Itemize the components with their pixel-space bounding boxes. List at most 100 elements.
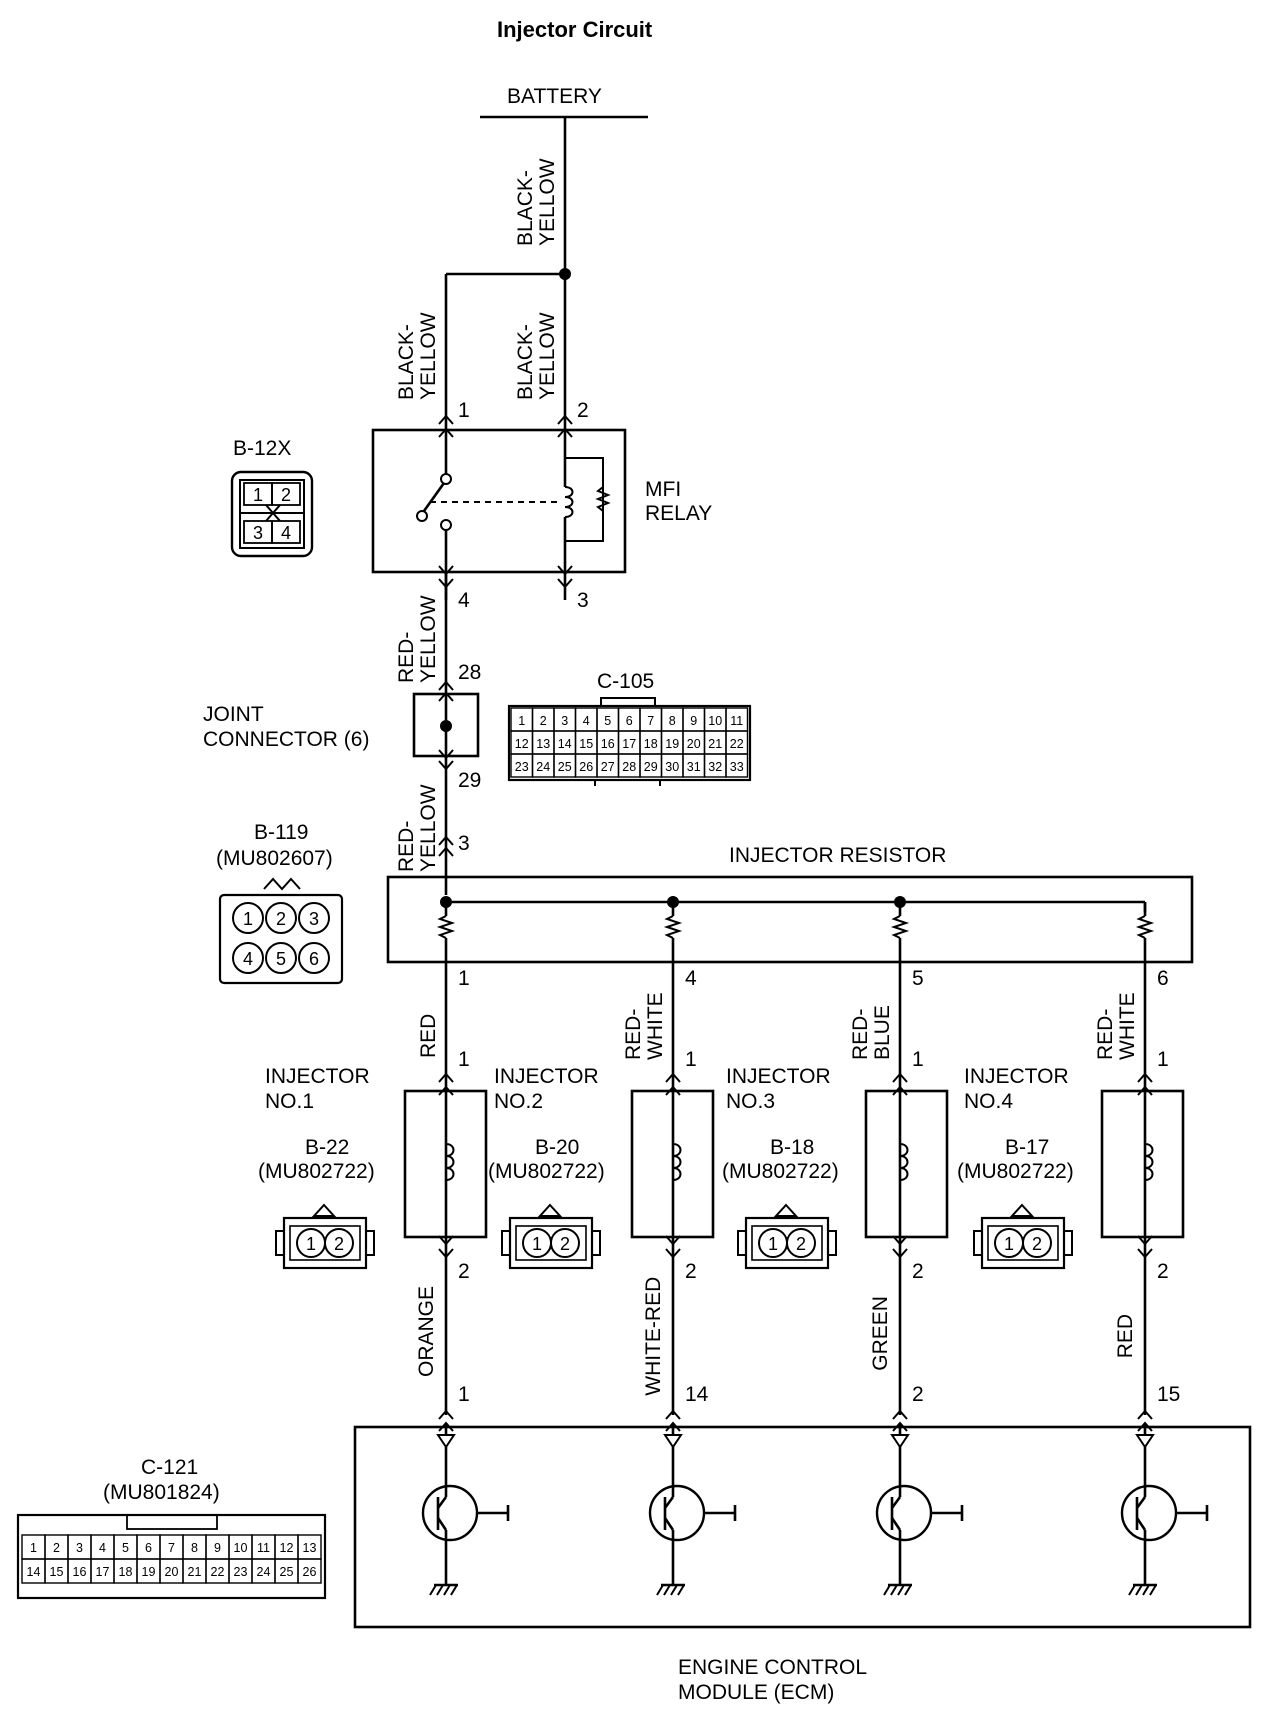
c121-cell-label: 23 [234,1565,248,1579]
injector-3-part: (MU802722) [722,1160,839,1183]
c121-cell-label: 7 [168,1541,175,1555]
c105-cell-label: 16 [601,737,615,751]
c105-cell-label: 30 [665,760,679,774]
c121-cell-label: 20 [165,1565,179,1579]
svg-text:YELLOW: YELLOW [417,784,440,872]
injector-1-coil-icon [445,1143,455,1181]
svg-text:3: 3 [253,523,263,543]
relay-pin-4: 4 [458,589,470,612]
svg-text:BLACK-: BLACK- [395,324,418,400]
c105-cell-label: 33 [730,760,744,774]
svg-text:4: 4 [281,523,291,543]
c105-cell-label: 19 [665,737,679,751]
c121-cell-label: 25 [280,1565,294,1579]
c121-cell-label: 3 [76,1541,83,1555]
injector-2-pin-2: 2 [685,1260,697,1283]
connector-cavity-label: 1 [306,1234,316,1254]
resistor-3 [890,915,910,939]
injector-1-pin-2: 2 [458,1260,470,1283]
resistor-pin-3: 3 [458,832,470,855]
transistor-4-icon [1120,1484,1178,1542]
injector-2-pin-1: 1 [685,1048,697,1071]
b119-cavity [232,942,264,974]
ecm-input-arrow [436,1434,456,1449]
b119-cavity-label: 6 [309,949,319,969]
svg-text:GREEN: GREEN [869,1296,892,1371]
wire-label-relay-pin1: BLACK- YELLOW [395,312,440,400]
c105-cell-label: 26 [579,760,593,774]
ecm-input-arrow [663,1434,683,1449]
c105-cell-label: 21 [708,737,722,751]
c105-cell-label: 24 [536,760,550,774]
c105-cell-label: 15 [579,737,593,751]
ecm-drivers [421,1423,1209,1596]
b119-cavity-label: 4 [243,949,253,969]
svg-text:RED-: RED- [395,632,418,683]
injector-1-connector-label: B-22 [305,1136,349,1159]
c121-cell-label: 16 [73,1565,87,1579]
wire-label-injector-1-out: ORANGE [415,1286,438,1377]
b119-cavity-label: 1 [243,909,253,929]
c121-cell-label: 21 [188,1565,202,1579]
c121-cell-label: 9 [214,1541,221,1555]
b12x-connector: 1 2 3 4 [230,470,314,558]
transistor-2-icon [648,1484,706,1542]
wire-label-injector-3-in: RED-BLUE [849,1005,894,1060]
svg-text:BLUE: BLUE [871,1005,894,1060]
b119-label: B-119 [254,821,308,844]
relay-pin-2: 2 [577,399,589,422]
svg-text:RED-: RED- [395,821,418,872]
c105-cell-label: 32 [708,760,722,774]
c121-cell-label: 18 [119,1565,133,1579]
c105-cell-label: 27 [601,760,615,774]
ecm-label-1: ENGINE CONTROL [678,1656,867,1679]
c105-cell-label: 2 [540,714,547,728]
ecm-input-arrow [1135,1434,1155,1449]
c121-cell-label: 12 [280,1541,294,1555]
c121-cell-label: 13 [303,1541,317,1555]
c105-cell-label: 1 [518,714,525,728]
injector-1-box [403,1089,488,1239]
wire-label-relay-pin2: BLACK- YELLOW [514,312,559,400]
resistor-out-pin-1: 1 [458,967,470,990]
injector-1-name: INJECTOR [265,1065,370,1088]
relay-switch [416,430,560,600]
connector-cavity-label: 2 [334,1234,344,1254]
c105-cell-label: 9 [690,714,697,728]
b119-cavity [265,942,297,974]
injector-3-pin-1: 1 [912,1048,924,1071]
joint-pin-28: 28 [458,661,481,684]
svg-text:YELLOW: YELLOW [417,595,440,683]
injector-resistor-box [386,875,1194,964]
resistor-4 [1135,915,1155,939]
svg-text:YELLOW: YELLOW [536,158,559,246]
injector-4-coil-icon [1144,1143,1154,1181]
injector-4-name: INJECTOR [964,1065,1069,1088]
c105-cell-label: 18 [644,737,658,751]
joint-connector-arrows [438,680,454,857]
connector-cavity-label: 2 [1032,1234,1042,1254]
ecm-label-2: MODULE (ECM) [678,1681,834,1704]
c121-cell-label: 2 [53,1541,60,1555]
svg-text:BLACK-: BLACK- [514,324,537,400]
mfi-relay-label-2: RELAY [645,502,712,525]
c105-cell-label: 28 [622,760,636,774]
mfi-relay-box [371,428,627,574]
c105-cell-label: 5 [604,714,611,728]
c121-label: C-121 [141,1456,198,1479]
connector-cavity-label: 1 [1004,1234,1014,1254]
injector-3-name: INJECTOR [726,1065,831,1088]
battery-label: BATTERY [507,85,602,108]
c105-cell-label: 17 [622,737,636,751]
injector-4-part: (MU802722) [957,1160,1074,1183]
c121-cell-label: 26 [303,1565,317,1579]
b119-cavity [232,902,264,934]
c105-cell-label: 13 [536,737,550,751]
wire-label-injector-2-out: WHITE-RED [642,1277,665,1396]
svg-text:RED: RED [417,1014,440,1058]
wire-label-battery: BLACK- YELLOW [514,158,559,246]
c105-cell-label: 8 [669,714,676,728]
c105-cell-label: 7 [647,714,654,728]
injector-4-number: NO.4 [964,1090,1013,1113]
